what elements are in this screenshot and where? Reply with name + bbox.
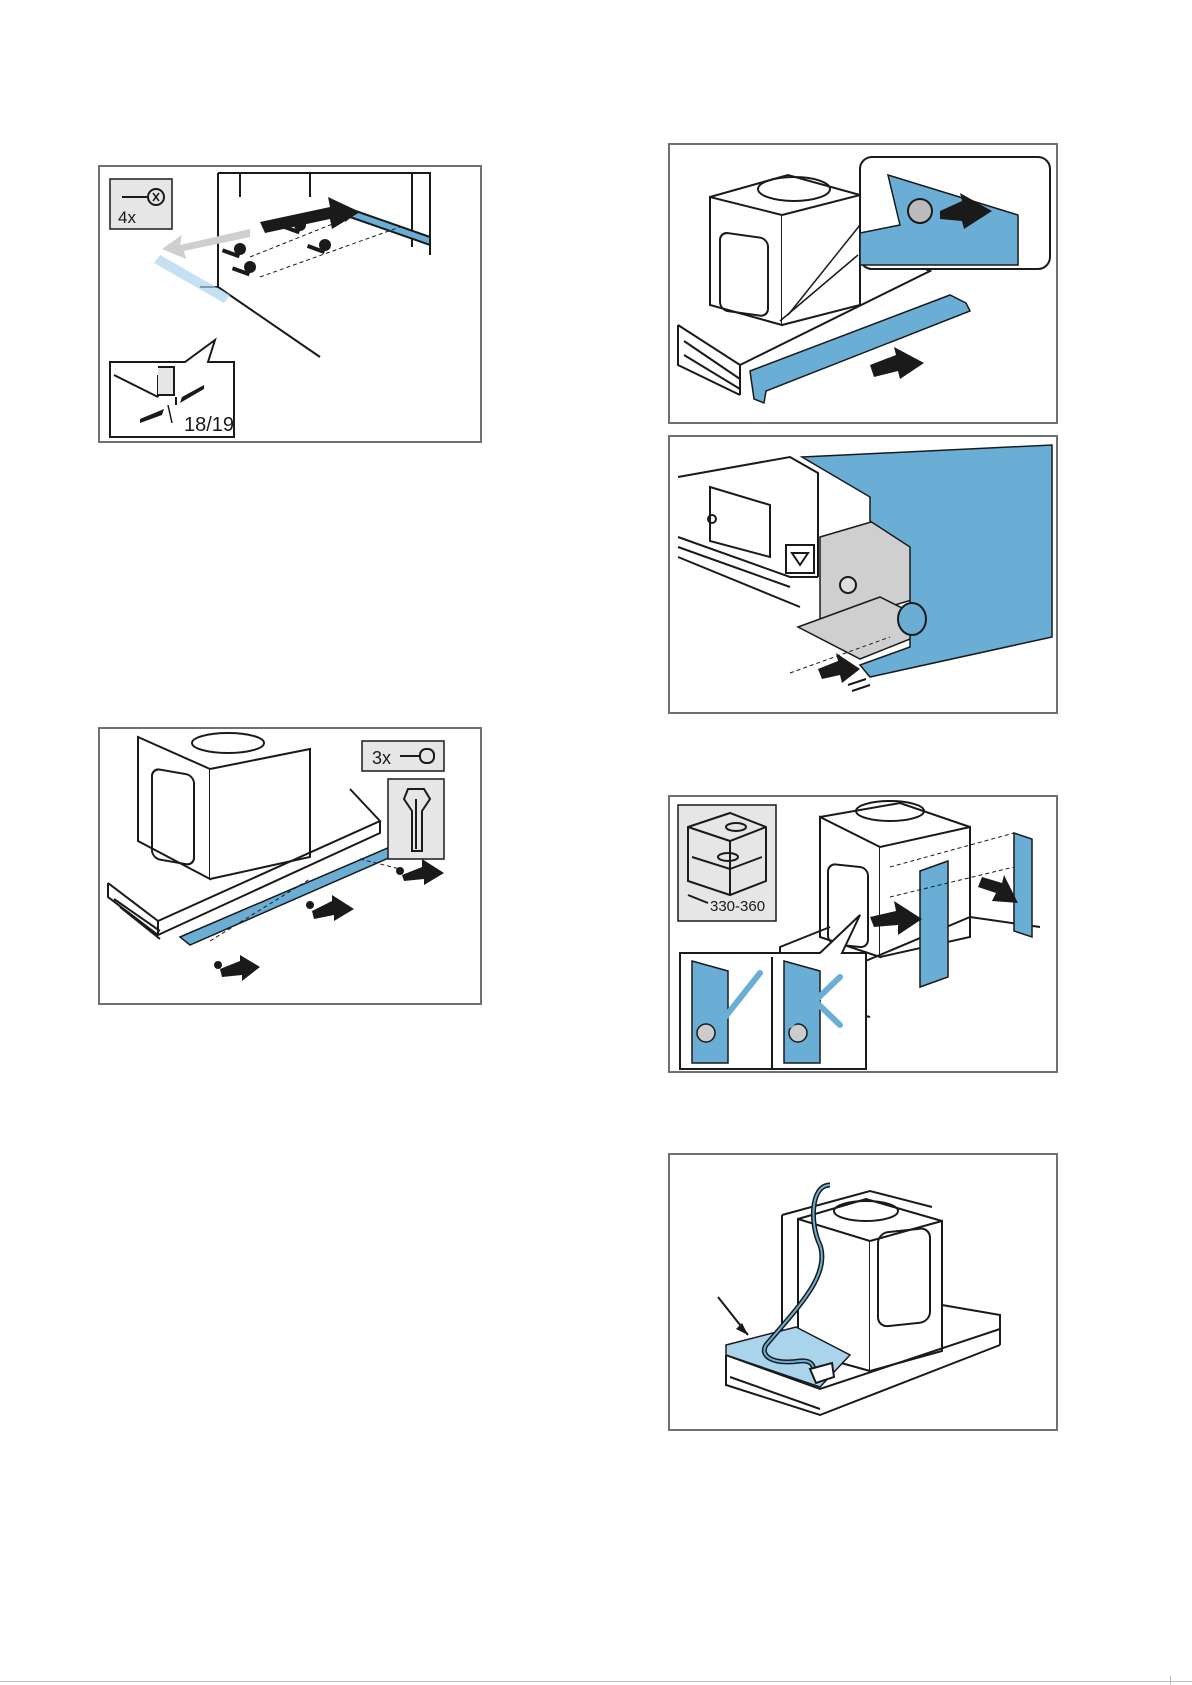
figure-3-drawing <box>670 145 1058 424</box>
figure-4-drawing <box>670 437 1058 714</box>
figure-channel-closeup <box>668 435 1058 714</box>
page-footer-rule <box>0 1681 1192 1682</box>
figure-side-bracket-adjust: 330-360 <box>668 795 1058 1073</box>
screw-quantity-label: 4x <box>118 208 136 227</box>
figure-6-drawing <box>670 1155 1058 1431</box>
figure-rear-bracket-slide <box>668 143 1058 424</box>
figure-cable-placement <box>668 1153 1058 1431</box>
figure-side-panel-screws: 4x 18/19 <box>98 165 482 443</box>
page-footer-tick <box>1170 1676 1171 1685</box>
figure-2-drawing: 3x <box>100 729 482 1005</box>
rail-screw-quantity-label: 3x <box>372 748 391 768</box>
figure-1-drawing: 4x 18/19 <box>100 167 482 443</box>
panel-thickness-label: 18/19 <box>184 414 234 436</box>
figure-front-rail-screws: 3x <box>98 727 482 1005</box>
figure-5-drawing: 330-360 <box>670 797 1058 1073</box>
installation-height-label: 330-360 <box>710 898 765 915</box>
